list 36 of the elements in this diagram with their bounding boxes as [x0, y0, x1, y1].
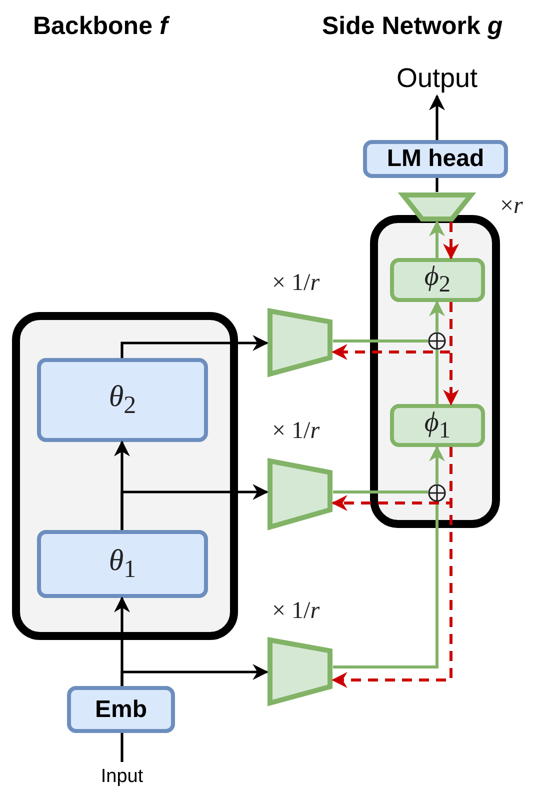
scale-factor-label: ×r [500, 193, 523, 220]
add-symbol [428, 332, 446, 350]
section-title: Backbone f [33, 12, 168, 41]
adapter-box [390, 404, 485, 447]
arrow [120, 484, 269, 530]
arrow [443, 222, 459, 260]
scale-factor-label: × 1/r [272, 270, 320, 297]
arrow [120, 335, 269, 358]
down-projection [267, 308, 333, 377]
layer-box [363, 140, 508, 178]
arrow [429, 220, 445, 258]
section-title: Side Network g [322, 12, 503, 41]
arrow [429, 94, 445, 140]
io-label: Input [100, 766, 144, 788]
adapter-box [390, 258, 485, 302]
down-projection [267, 458, 333, 530]
up-projection [400, 192, 474, 222]
layer-label: Emb [94, 696, 147, 724]
arrow [120, 664, 269, 686]
layer-label: θ$_{2}$ [108, 380, 136, 420]
layer-box [37, 358, 208, 442]
arrow [429, 445, 445, 484]
module-panel [12, 312, 238, 640]
arrow [429, 300, 445, 332]
scale-factor-label: × 1/r [272, 598, 320, 625]
layer-label: θ$_{1}$ [108, 544, 136, 584]
io-label: Output [396, 62, 478, 94]
layer-label: ϕ$_{1}$ [424, 406, 451, 444]
down-projection [267, 637, 333, 706]
layer-label: LM head [386, 145, 484, 173]
layer-box [37, 530, 208, 598]
add-symbol [428, 484, 446, 502]
layer-box [67, 686, 175, 733]
scale-factor-label: × 1/r [272, 418, 320, 445]
module-panel [370, 215, 500, 528]
layer-label: ϕ$_{2}$ [424, 261, 451, 299]
